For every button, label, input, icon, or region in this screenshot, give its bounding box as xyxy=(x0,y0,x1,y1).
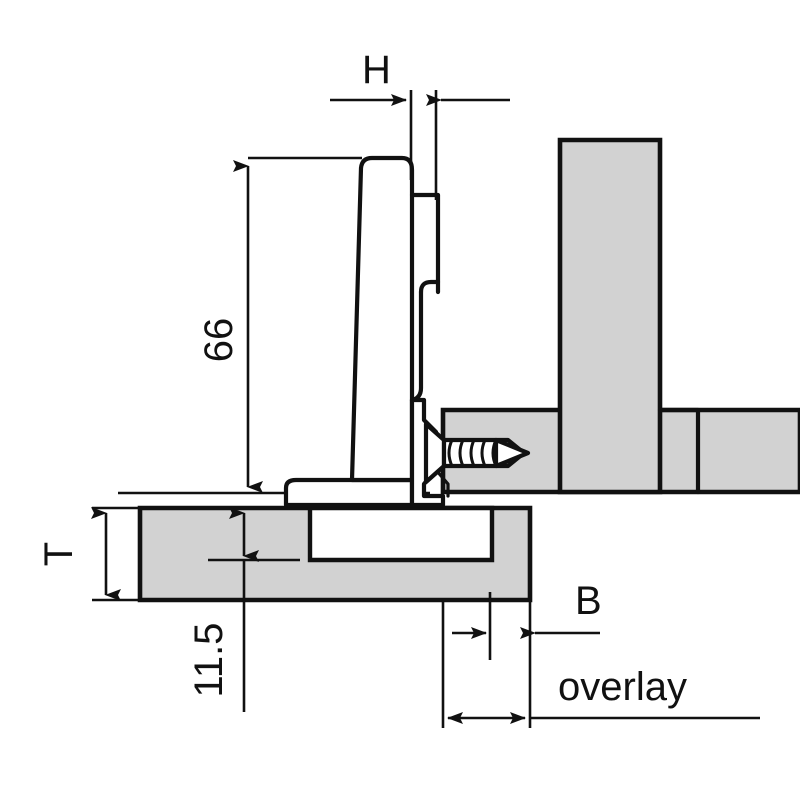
hinge-cup-boring xyxy=(307,505,495,563)
dimension-T: T xyxy=(37,506,142,602)
cabinet-side-panel xyxy=(557,137,663,495)
dimension-overlay: overlay xyxy=(441,600,760,728)
hinge-arm-crank xyxy=(409,192,441,403)
cabinet-panel-step xyxy=(657,407,701,495)
dimension-label-T: T xyxy=(37,542,81,566)
dimension-label-11-5: 11.5 xyxy=(187,623,231,698)
mounting-screw xyxy=(423,421,531,485)
dimension-H: H xyxy=(330,48,510,200)
dimension-label-overlay: overlay xyxy=(558,665,687,709)
hinge-cup xyxy=(283,477,415,508)
dimension-66: 66 xyxy=(197,156,362,493)
dimension-B: B xyxy=(452,579,602,728)
mounting-plate-tab xyxy=(434,468,450,498)
dimension-label-66: 66 xyxy=(197,318,241,363)
hinge-arm xyxy=(349,155,415,483)
dimension-label-B: B xyxy=(575,579,602,623)
dimension-label-H: H xyxy=(362,48,391,92)
dimension-11-5: 11.5 xyxy=(187,507,300,712)
